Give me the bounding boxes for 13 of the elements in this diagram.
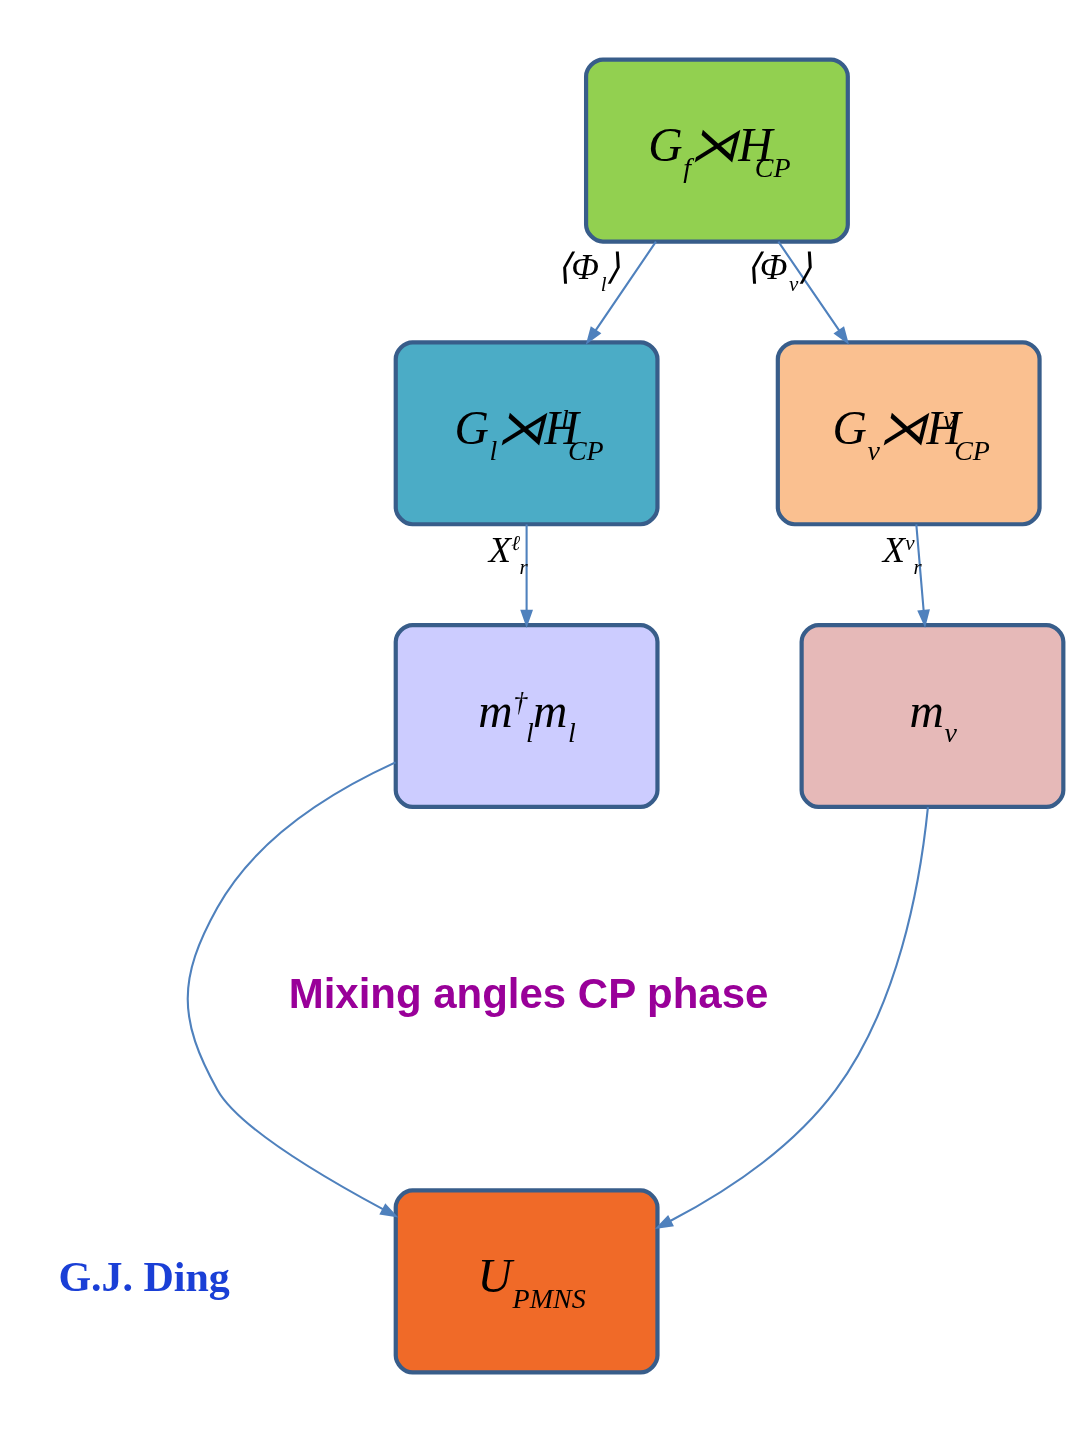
arrow — [186, 760, 399, 1217]
arrow — [777, 240, 850, 345]
arrow — [520, 523, 533, 628]
edge-label: ⟨Φ$_{ν}$⟩ — [745, 246, 812, 296]
arrow — [654, 806, 929, 1229]
node-box: m$_{ν}$ — [799, 622, 1066, 809]
node-box: m$^{†}$$_{l}$m$_{l}$ — [393, 622, 660, 809]
label: Mixing angles CP phase — [288, 969, 769, 1017]
node-box: U$_{PMNS}$ — [393, 1187, 660, 1374]
edge-label: ⟨Φ$_{l}$⟩ — [557, 246, 621, 296]
arrow — [585, 240, 657, 345]
label: G.J. Ding — [58, 1253, 230, 1300]
arrow — [915, 523, 930, 628]
